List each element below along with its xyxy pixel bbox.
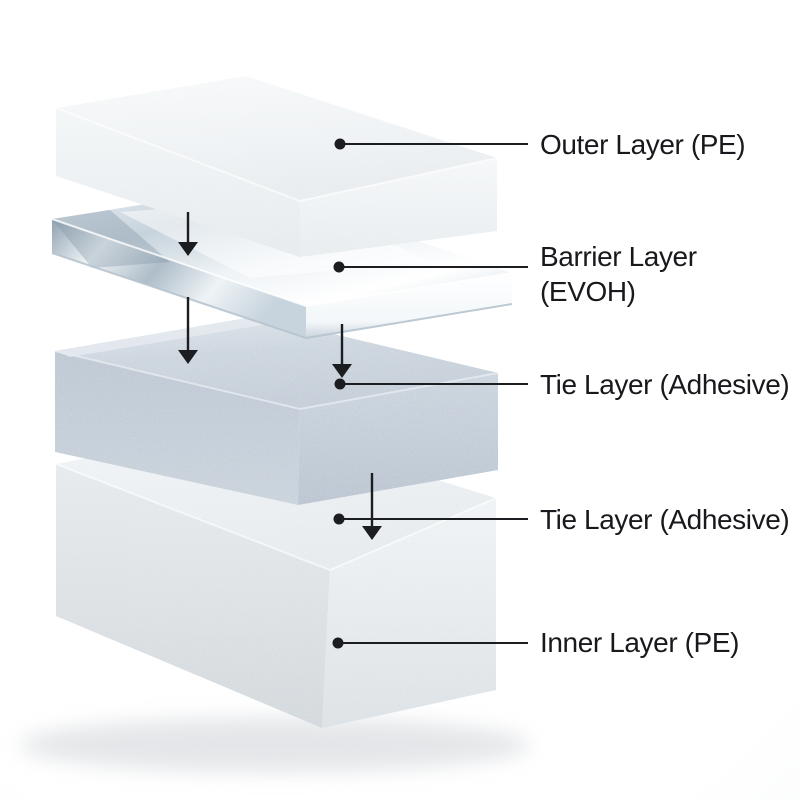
down-arrow-icon-1 — [178, 212, 198, 256]
ground-shadow — [20, 718, 530, 772]
label-barrier-line2: (EVOH) — [540, 276, 636, 307]
label-barrier-layer: Barrier Layer (EVOH) — [540, 239, 697, 309]
callout-dot-inner — [332, 637, 344, 649]
label-tie-layer-1: Tie Layer (Adhesive) — [540, 369, 790, 400]
top-edge-highlight — [55, 316, 280, 357]
down-arrow-icon-4 — [362, 473, 382, 540]
down-arrow-icon-3 — [332, 324, 352, 378]
callout-dot-outer — [334, 138, 346, 150]
callout-dot-barrier — [333, 261, 345, 273]
label-barrier-line1: Barrier Layer — [540, 241, 697, 272]
outer-layer-slab — [55, 76, 498, 257]
callout-dot-tie-1 — [334, 378, 346, 390]
label-inner-layer: Inner Layer (PE) — [540, 627, 740, 658]
callout-dot-tie-2 — [333, 513, 345, 525]
label-outer-layer: Outer Layer (PE) — [540, 129, 746, 160]
callout-dots — [332, 138, 346, 649]
down-arrow-icon-2 — [178, 297, 198, 364]
leader-lines — [338, 143, 528, 644]
assembly-arrows — [178, 212, 382, 540]
label-tie-layer-2: Tie Layer (Adhesive) — [540, 504, 790, 535]
